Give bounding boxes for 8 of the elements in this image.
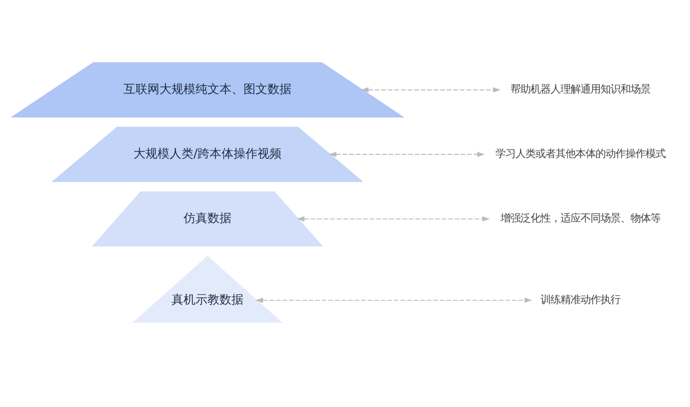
arrow xyxy=(296,216,490,222)
node-text: 学习人类或者其他本体的动作操作模式 xyxy=(496,148,666,160)
node-text: 训练精准动作执行 xyxy=(540,294,621,306)
arrow xyxy=(361,87,501,92)
node-text: 增强泛化性，适应不同场景、物体等 xyxy=(500,212,661,225)
arrow xyxy=(328,152,485,158)
node-text: 帮助机器人理解通用知识和场景 xyxy=(510,83,651,96)
arrow xyxy=(256,298,532,303)
